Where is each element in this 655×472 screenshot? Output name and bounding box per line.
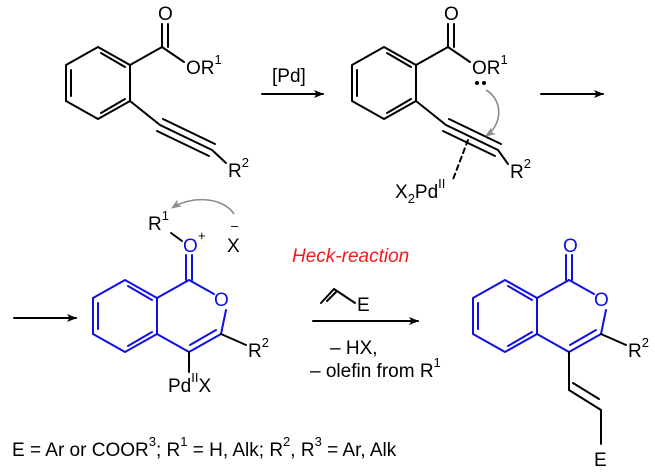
heck-condition-olefin: – olefin from R1 xyxy=(310,355,441,382)
isocoumarin-product: O O R2 E xyxy=(472,236,649,471)
product-ring-o: O xyxy=(594,290,609,311)
heck-condition-hx: – HX, xyxy=(330,338,378,359)
lone-pair-dot xyxy=(482,81,486,85)
vinyl-substituent xyxy=(568,351,602,445)
curved-arrow-attack xyxy=(485,89,500,137)
curved-arrow-dealkylation xyxy=(171,198,235,215)
sm-carbonyl-o: O xyxy=(158,4,173,25)
pd-alkyne-complex: O OR1 R2 X2PdII xyxy=(351,4,531,206)
heck-step: Heck-reaction E – HX, – olefin from R1 xyxy=(292,246,441,382)
int1-carbonyl-o: O xyxy=(444,4,459,25)
olefin-reagent xyxy=(320,288,356,304)
int2-oxonium-o: O xyxy=(183,236,198,257)
sm-ester-label: OR1 xyxy=(186,52,222,79)
int1-alkyne-r2: R2 xyxy=(510,156,531,183)
int2-r2: R2 xyxy=(248,335,269,362)
olefin-double-bond xyxy=(326,291,337,302)
vinyl-pd-intermediate: O O + R1 X – R2 PdIIX xyxy=(92,198,269,397)
arrow-pd-coordination: [Pd] xyxy=(261,66,324,98)
product-r2: R2 xyxy=(628,335,649,362)
o-r1-bond xyxy=(170,232,183,242)
alkyne-group: R2 xyxy=(415,100,531,183)
product-carbonyl-o: O xyxy=(563,236,578,257)
alkyne-group: R2 xyxy=(129,100,249,182)
fused-ring-system xyxy=(92,279,227,353)
r2-bond xyxy=(220,333,247,346)
benzene-ring xyxy=(65,46,131,120)
arrow-reagent-pd: [Pd] xyxy=(272,66,306,87)
lone-pair-dot xyxy=(475,81,479,85)
heck-olefin-e: E xyxy=(357,295,370,316)
int2-r1: R1 xyxy=(148,208,169,235)
ester-group: O OR1 xyxy=(415,4,508,85)
ester-group: O OR1 xyxy=(129,4,222,79)
int1-pd-label: X2PdII xyxy=(395,176,445,206)
heck-reaction-label: Heck-reaction xyxy=(292,246,409,267)
sm-alkyne-r2: R2 xyxy=(228,155,249,182)
r2-bond xyxy=(600,333,627,346)
pd-coordination-bond xyxy=(451,139,469,183)
int1-ester-label: OR1 xyxy=(472,52,508,79)
int2-ring-o: O xyxy=(214,290,229,311)
footnote-definitions: E = Ar or COOR3; R1 = H, Alk; R2, R3 = A… xyxy=(12,434,397,461)
benzene-ring xyxy=(351,46,417,120)
starting-material: O OR1 R2 xyxy=(65,4,249,182)
int2-x-charge: – xyxy=(231,218,239,233)
int2-plus-charge: + xyxy=(198,228,206,243)
product-e: E xyxy=(594,450,607,471)
int2-x: X xyxy=(227,236,240,257)
int2-pd-label: PdIIX xyxy=(168,370,211,397)
fused-ring-system xyxy=(472,279,607,353)
